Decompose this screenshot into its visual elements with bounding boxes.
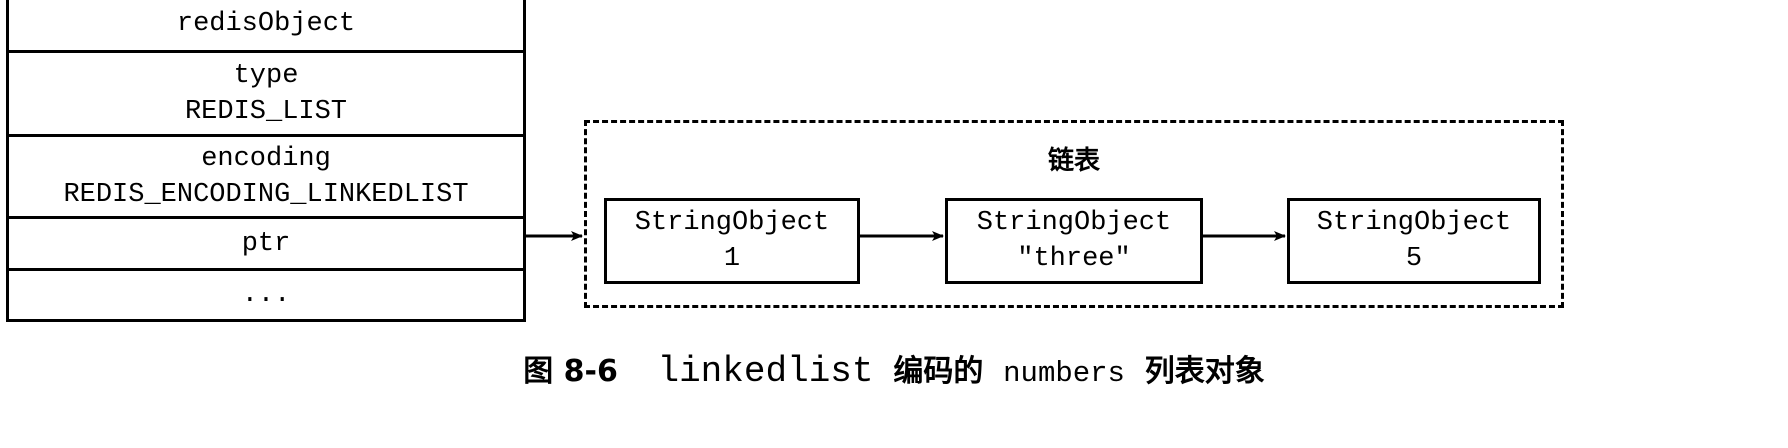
encoding-field-label: encoding: [201, 143, 331, 174]
redis-object-struct: redisObject type REDIS_LIST encoding RED…: [6, 0, 526, 322]
node-1-type: StringObject: [634, 208, 830, 238]
struct-ptr-row: ptr: [9, 216, 523, 268]
struct-more-row: ...: [9, 268, 523, 319]
struct-title-row: redisObject: [9, 0, 523, 50]
type-field-value: REDIS_LIST: [184, 96, 348, 127]
list-node-2: StringObject "three": [945, 198, 1203, 284]
node-1-value: 1: [723, 244, 741, 274]
caption-middle: 编码的: [893, 354, 984, 389]
figure-number: 图 8-6: [523, 354, 618, 389]
figure-caption: 图 8-6 linkedlist 编码的 numbers 列表对象: [0, 350, 1788, 396]
caption-subject: numbers: [1003, 357, 1125, 390]
linked-list-container: 链表: [584, 120, 1564, 308]
caption-suffix: 列表对象: [1144, 354, 1265, 389]
encoding-field-value: REDIS_ENCODING_LINKEDLIST: [63, 179, 469, 210]
node-2-value: "three": [1017, 244, 1131, 274]
node-3-value: 5: [1405, 244, 1423, 274]
type-field-label: type: [233, 60, 299, 91]
more-fields-label: ...: [241, 280, 291, 310]
node-3-type: StringObject: [1316, 208, 1512, 238]
node-2-type: StringObject: [976, 208, 1172, 238]
ptr-field-label: ptr: [241, 228, 291, 259]
list-node-3: StringObject 5: [1287, 198, 1541, 284]
linked-list-title: 链表: [1047, 146, 1100, 176]
list-node-1: StringObject 1: [604, 198, 860, 284]
struct-title: redisObject: [176, 8, 356, 39]
caption-keyword: linkedlist: [657, 351, 874, 392]
struct-encoding-row: encoding REDIS_ENCODING_LINKEDLIST: [9, 134, 523, 216]
struct-type-row: type REDIS_LIST: [9, 50, 523, 134]
